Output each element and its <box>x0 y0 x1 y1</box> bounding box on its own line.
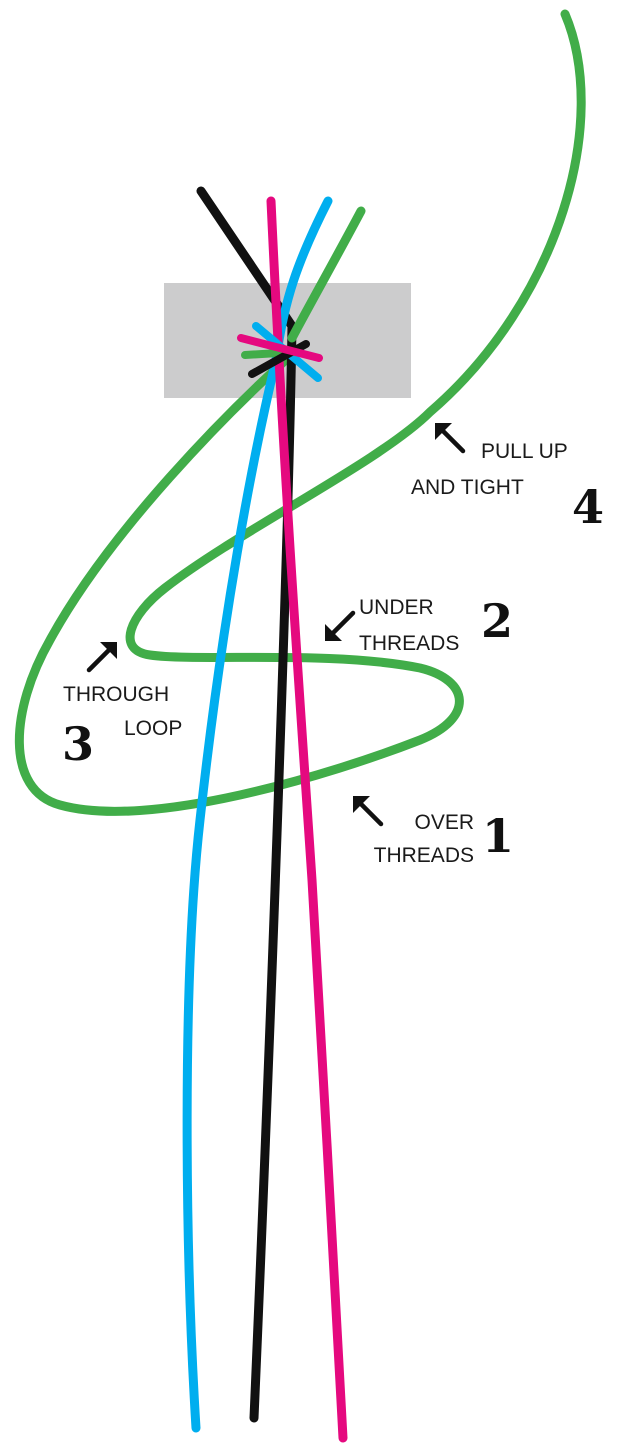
step-2-line2: THREADS <box>359 632 459 655</box>
step-2: UNDER THREADS 2 <box>325 594 513 655</box>
step-3-line1: THROUGH <box>63 683 169 706</box>
step-4: PULL UP AND TIGHT 4 <box>411 423 604 534</box>
step-3-number: 3 <box>62 717 94 771</box>
step-1-number: 1 <box>482 809 514 863</box>
step-3-line2: LOOP <box>124 717 182 740</box>
step-3: THROUGH 3 LOOP <box>62 642 182 771</box>
step-4-arrow <box>435 423 463 451</box>
step-2-line1: UNDER <box>359 596 434 619</box>
step-3-arrow <box>89 642 117 670</box>
step-2-number: 2 <box>481 594 513 648</box>
step-2-arrow <box>325 613 353 641</box>
step-1: OVER THREADS 1 <box>353 796 514 867</box>
step-1-line2: THREADS <box>374 844 474 867</box>
step-1-line1: OVER <box>414 811 474 834</box>
step-4-line2: AND TIGHT <box>411 476 524 499</box>
step-4-line1: PULL UP <box>481 440 568 463</box>
step-1-arrow <box>353 796 381 824</box>
step-4-number: 4 <box>572 480 604 534</box>
